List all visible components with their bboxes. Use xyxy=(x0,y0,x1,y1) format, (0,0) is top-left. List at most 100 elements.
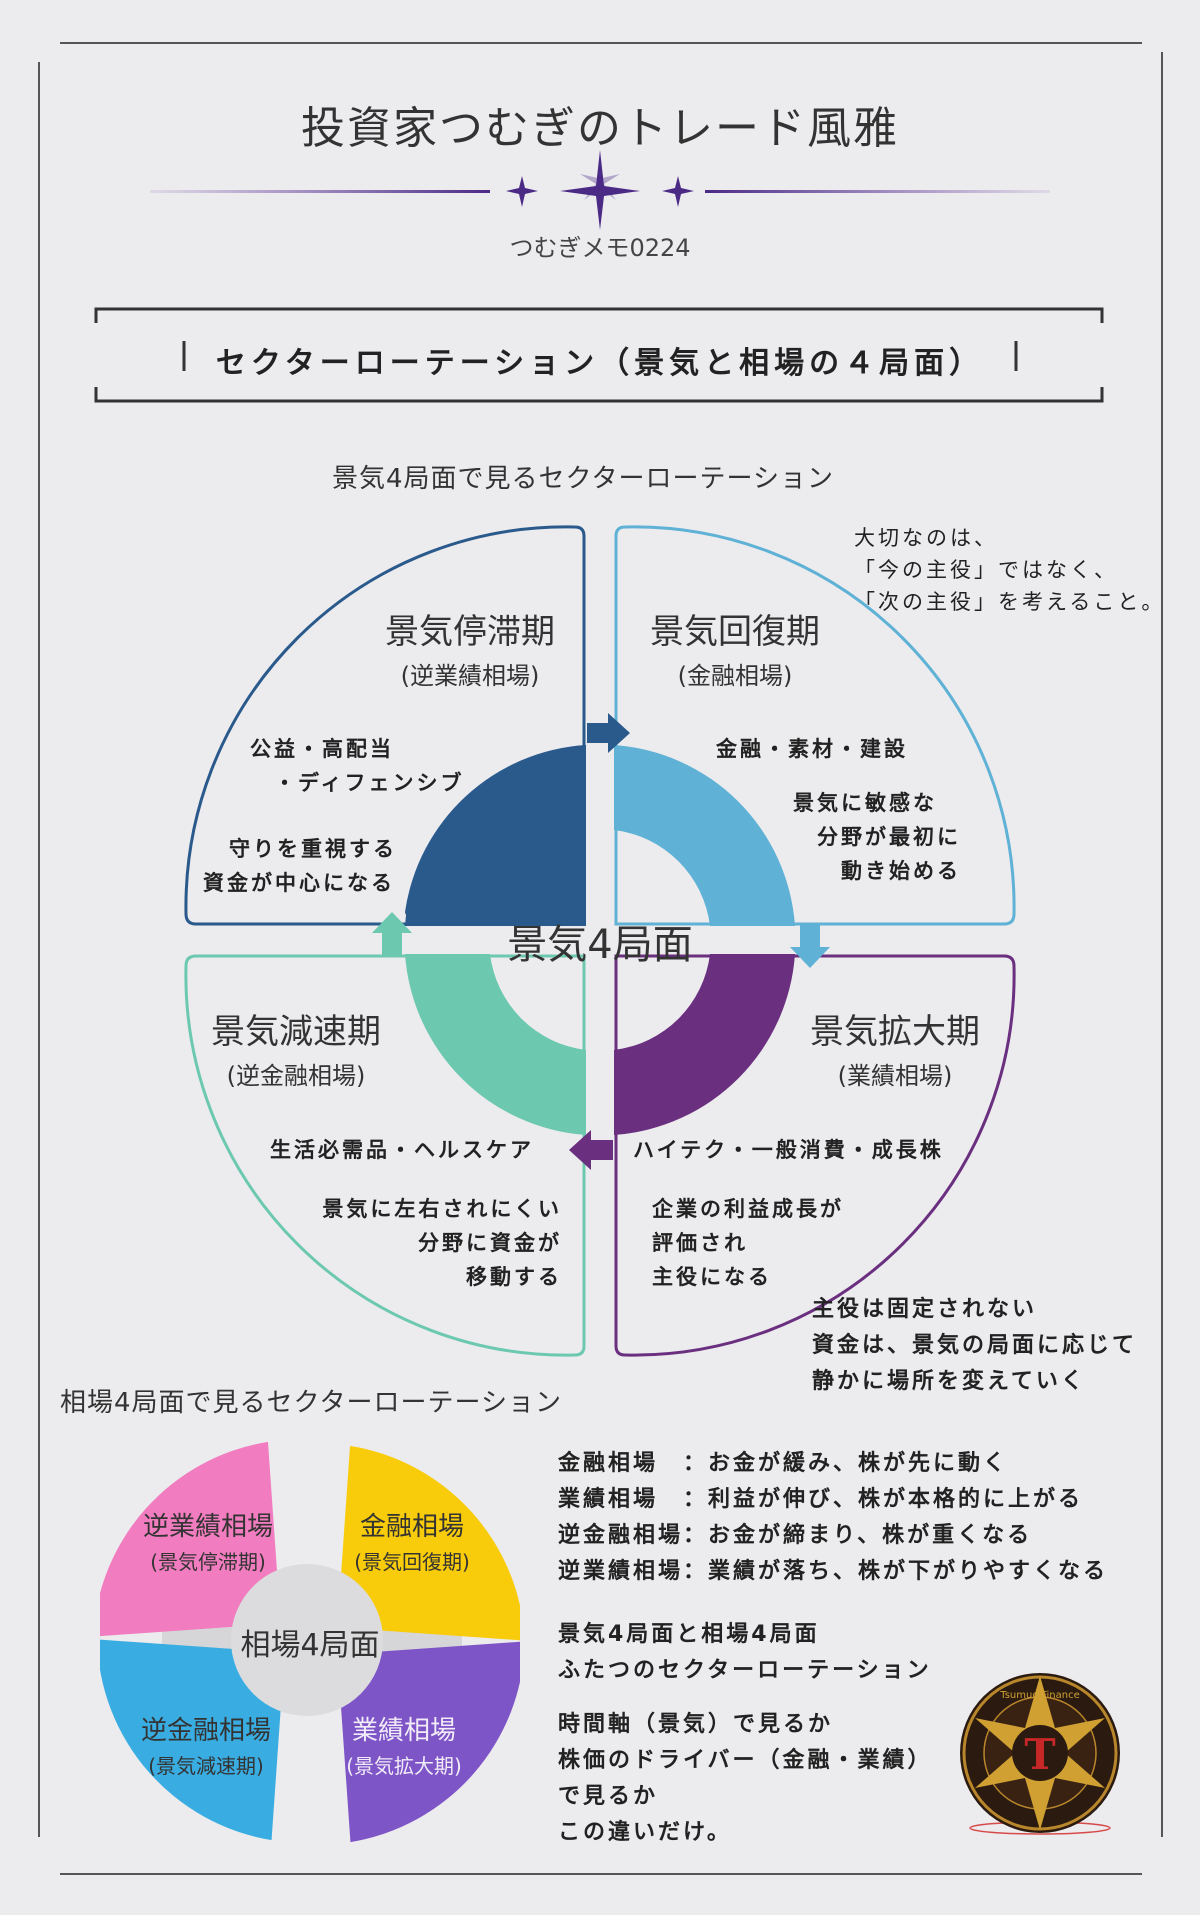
arrow-down-icon xyxy=(790,925,830,968)
banner-frame xyxy=(94,307,1104,403)
market-pie-diagram xyxy=(100,1441,520,1843)
slice-financial xyxy=(337,1445,520,1641)
slowdown-subtitle: (逆金融相場) xyxy=(226,1062,366,1090)
expansion-quadrant-outline xyxy=(614,954,1016,1357)
note-line: 主役は固定されない xyxy=(812,1297,1038,1322)
economic-cycle-diagram xyxy=(184,525,1016,1357)
definition-desc: ：利益が伸び、株が本格的に上がる xyxy=(683,1487,1084,1512)
slice-label-reverse-financial: 逆金融相場 xyxy=(140,1716,271,1746)
summary-line: 株価のドライバー（金融・業績） xyxy=(558,1748,933,1773)
summary-line: この違いだけ。 xyxy=(558,1820,732,1845)
sector-line: 公益・高配当 xyxy=(250,737,394,761)
memo-label: つむぎメモ0224 xyxy=(509,234,691,262)
summary-line: ふたつのセクターローテーション xyxy=(558,1658,932,1683)
arrow-right-icon xyxy=(587,713,630,753)
sector-line: ・ディフェンシブ xyxy=(274,771,465,795)
logo-ring-text: TsumugiFinance xyxy=(999,1690,1079,1701)
recovery-sectors: 金融・素材・建設 xyxy=(716,732,908,766)
stagnation-quadrant-outline xyxy=(184,525,586,926)
market-heading: 相場4局面で見るセクターローテーション xyxy=(60,1388,562,1418)
sector-line: 金融・素材・建設 xyxy=(716,737,908,761)
definition-row: 逆金融相場：お金が締まり、株が重くなる xyxy=(558,1517,1032,1549)
cycle-bottom-note: 主役は固定されない 資金は、景気の局面に応じて 静かに場所を変えていく xyxy=(812,1292,1137,1400)
summary-line: 景気4局面と相場4局面 xyxy=(558,1622,820,1647)
right-rule xyxy=(1161,52,1163,1837)
sector-line: 生活必需品・ヘルスケア xyxy=(270,1138,534,1162)
recovery-segment xyxy=(614,745,795,926)
stagnation-segment-shape xyxy=(405,745,586,926)
slowdown-title: 景気減速期 xyxy=(211,1012,381,1052)
cycle-note: 大切なのは、 「今の主役」ではなく、 「次の主役」を考えること。 xyxy=(854,522,1165,618)
desc-line: 動き始める xyxy=(841,859,961,883)
definition-term: 業績相場 xyxy=(558,1487,684,1512)
arrow-left-icon xyxy=(569,1130,613,1170)
slowdown-quadrant-outline xyxy=(184,954,586,1357)
note-line: 「次の主役」を考えること。 xyxy=(854,590,1166,614)
slice-reverse-financial xyxy=(100,1639,285,1841)
market-center-label: 相場4局面 xyxy=(240,1628,380,1663)
slowdown-description: 景気に左右されにくい 分野に資金が 移動する xyxy=(318,1192,562,1294)
pie-center xyxy=(231,1564,383,1716)
desc-line: 景気に敏感な xyxy=(793,791,937,815)
stagnation-sectors: 公益・高配当 ・ディフェンシブ xyxy=(250,732,465,800)
definition-term: 金融相場 xyxy=(558,1451,684,1476)
definition-term: 逆業績相場 xyxy=(558,1559,684,1584)
expansion-subtitle: (業績相場) xyxy=(837,1062,953,1090)
brand-logo: T TsumugiFinance xyxy=(960,1673,1120,1835)
slowdown-sectors: 生活必需品・ヘルスケア xyxy=(270,1133,534,1167)
desc-line: 景気に左右されにくい xyxy=(322,1197,562,1221)
arrow-up-icon xyxy=(372,912,412,955)
slice-sub-earnings: (景気拡大期) xyxy=(346,1754,462,1778)
stagnation-description: 守りを重視する 資金が中心になる xyxy=(203,832,397,900)
desc-line: 主役になる xyxy=(652,1265,772,1289)
definition-row: 逆業績相場：業績が落ち、株が下がりやすくなる xyxy=(558,1553,1108,1585)
logo-letter: T xyxy=(1024,1730,1055,1779)
slice-sub-reverse-earnings: (景気停滞期) xyxy=(150,1550,266,1574)
desc-line: 分野に資金が xyxy=(418,1231,562,1255)
cycle-heading: 景気4局面で見るセクターローテーション xyxy=(332,464,834,494)
note-line: 静かに場所を変えていく xyxy=(812,1369,1086,1394)
desc-line: 移動する xyxy=(466,1265,562,1289)
definition-desc: ：業績が落ち、株が下がりやすくなる xyxy=(683,1559,1109,1584)
desc-line: 分野が最初に xyxy=(817,825,961,849)
top-rule xyxy=(60,42,1142,44)
slice-label-reverse-earnings: 逆業績相場 xyxy=(142,1512,273,1542)
note-line: 「今の主役」ではなく、 xyxy=(854,558,1118,582)
slice-sub-financial: (景気回復期) xyxy=(354,1550,470,1574)
expansion-sectors: ハイテク・一般消費・成長株 xyxy=(633,1133,944,1167)
slice-earnings xyxy=(337,1641,520,1843)
summary-line: で見るか xyxy=(558,1784,659,1809)
desc-line: 資金が中心になる xyxy=(203,871,395,895)
note-line: 大切なのは、 xyxy=(854,526,998,550)
definition-row: 金融相場 ：お金が緩み、株が先に動く xyxy=(558,1445,1008,1477)
expansion-title: 景気拡大期 xyxy=(810,1012,980,1052)
desc-line: 守りを重視する xyxy=(229,837,397,861)
note-line: 資金は、景気の局面に応じて xyxy=(812,1333,1138,1358)
slice-reverse-earnings xyxy=(100,1441,281,1637)
sector-line: ハイテク・一般消費・成長株 xyxy=(633,1138,944,1162)
expansion-description: 企業の利益成長が 評価され 主役になる xyxy=(652,1192,844,1294)
desc-line: 評価され xyxy=(652,1231,748,1255)
slowdown-segment xyxy=(405,954,586,1135)
recovery-quadrant-outline xyxy=(614,525,1016,926)
recovery-subtitle: (金融相場) xyxy=(677,662,793,690)
bottom-rule xyxy=(60,1873,1142,1875)
sparkle-icon xyxy=(506,150,694,230)
slice-label-earnings: 業績相場 xyxy=(351,1716,456,1746)
recovery-description: 景気に敏感な 分野が最初に 動き始める xyxy=(793,786,961,888)
stagnation-title: 景気停滞期 xyxy=(385,612,555,652)
page-title: 投資家つむぎのトレード風雅 xyxy=(301,103,899,154)
definition-desc: ：お金が締まり、株が重くなる xyxy=(683,1523,1033,1548)
sparkle-divider xyxy=(150,150,1050,230)
definition-desc: ：お金が緩み、株が先に動く xyxy=(683,1451,1009,1476)
cycle-center-label: 景気4局面 xyxy=(507,922,693,968)
stagnation-subtitle: (逆業績相場) xyxy=(400,662,540,690)
summary-line: 時間軸（景気）で見るか xyxy=(558,1712,834,1737)
definition-row: 業績相場 ：利益が伸び、株が本格的に上がる xyxy=(558,1481,1083,1513)
recovery-title: 景気回復期 xyxy=(650,612,820,652)
slice-label-financial: 金融相場 xyxy=(359,1512,464,1542)
expansion-segment xyxy=(614,954,795,1135)
banner-title: セクターローテーション（景気と相場の４局面） xyxy=(215,346,985,381)
slice-sub-reverse-financial: (景気減速期) xyxy=(148,1754,264,1778)
definition-term: 逆金融相場 xyxy=(558,1523,684,1548)
